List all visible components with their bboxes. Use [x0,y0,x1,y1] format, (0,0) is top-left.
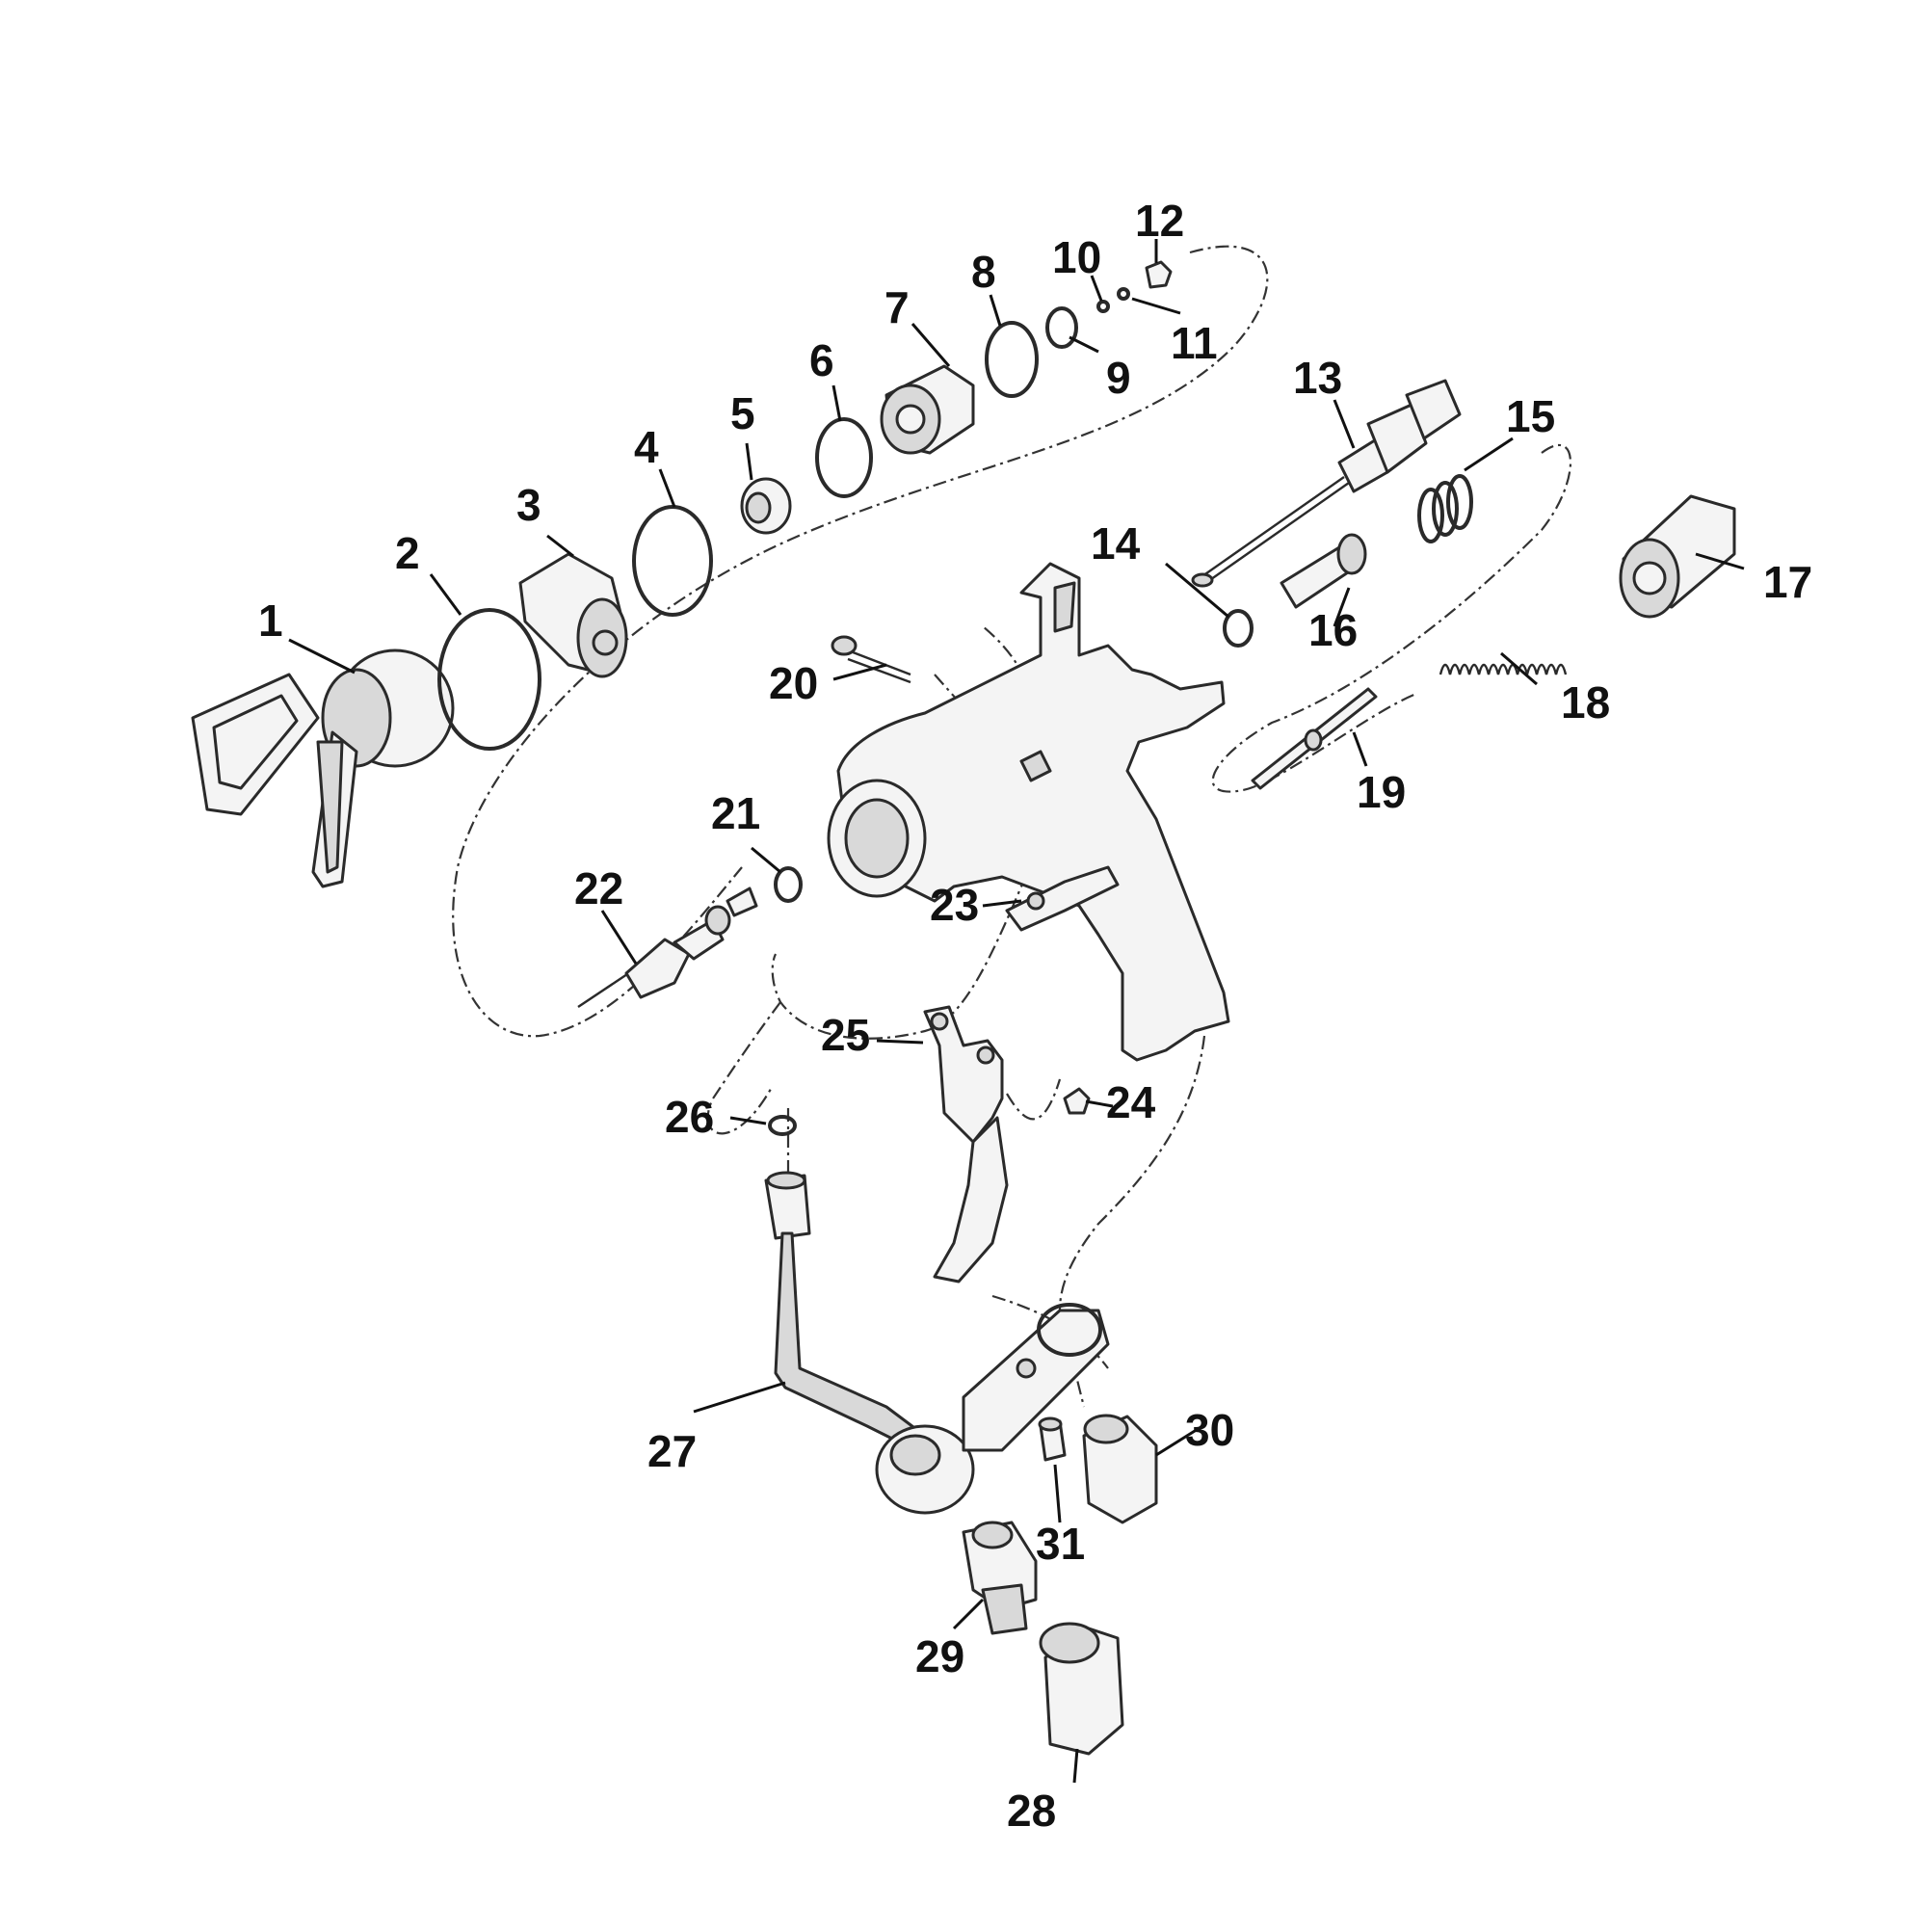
callout-6: 6 [809,335,834,385]
washer-11 [1117,287,1130,301]
stem-16 [1280,533,1367,609]
o-ring-21 [774,866,803,903]
o-ring-2 [437,608,541,751]
callout-25: 25 [821,1010,870,1060]
o-ring-9 [1045,306,1078,349]
swivel-tube-27 [764,1171,1110,1515]
callout-24: 24 [1106,1077,1156,1127]
callout-10: 10 [1052,232,1101,282]
callout-3: 3 [516,480,541,530]
needle-13 [1191,379,1462,588]
pin-19 [1251,687,1378,790]
callout-16: 16 [1308,605,1358,655]
fitting-17 [1619,494,1736,619]
valve-22 [577,887,758,1008]
leader-lines [288,239,1745,1784]
callout-1: 1 [258,595,283,646]
washer-14 [1223,609,1254,648]
o-ring-8 [985,321,1039,398]
housing-7 [880,364,975,455]
callout-7: 7 [884,282,910,332]
callout-8: 8 [971,247,996,297]
pin-20 [831,635,911,684]
seal-5 [740,477,792,535]
trigger-25 [923,1005,1009,1284]
callout-28: 28 [1007,1786,1056,1836]
callout-21: 21 [711,788,760,838]
washer-26 [768,1115,797,1136]
latch-23 [1005,865,1120,932]
callout-5: 5 [730,388,755,438]
callout-11: 11 [1171,318,1218,368]
o-ring-6 [815,417,873,498]
nut-24 [1063,1087,1091,1115]
fitting-30 [1082,1414,1158,1524]
nut-12 [1145,260,1173,289]
tip-guard-part [191,648,455,888]
callout-17: 17 [1763,557,1812,607]
callout-13: 13 [1293,353,1342,403]
o-ring-4 [632,505,713,617]
callout-4: 4 [634,422,659,472]
callout-19: 19 [1357,767,1406,817]
spring-15 [1417,474,1473,543]
fitting-28 [1039,1622,1124,1756]
callout-20: 20 [769,658,818,708]
callout-9: 9 [1106,353,1131,403]
callout-14: 14 [1091,518,1141,569]
spring-18 [1439,663,1568,675]
callout-31: 31 [1036,1519,1085,1569]
plug-31 [1038,1416,1067,1462]
callout-15: 15 [1506,391,1555,441]
callout-2: 2 [395,528,420,578]
callout-labels: 1 2 3 4 5 6 7 8 9 10 11 12 13 14 15 16 1… [258,196,1812,1836]
callout-29: 29 [915,1631,964,1681]
callout-26: 26 [665,1092,714,1142]
gun-body [827,562,1230,1062]
callout-23: 23 [930,880,979,930]
washer-10 [1096,300,1110,313]
callout-18: 18 [1561,677,1610,728]
callout-22: 22 [574,863,623,913]
callout-27: 27 [647,1426,697,1476]
callout-30: 30 [1185,1405,1234,1455]
fitting-29 [962,1521,1038,1635]
callout-12: 12 [1135,196,1184,246]
seat-housing-3 [518,552,628,678]
